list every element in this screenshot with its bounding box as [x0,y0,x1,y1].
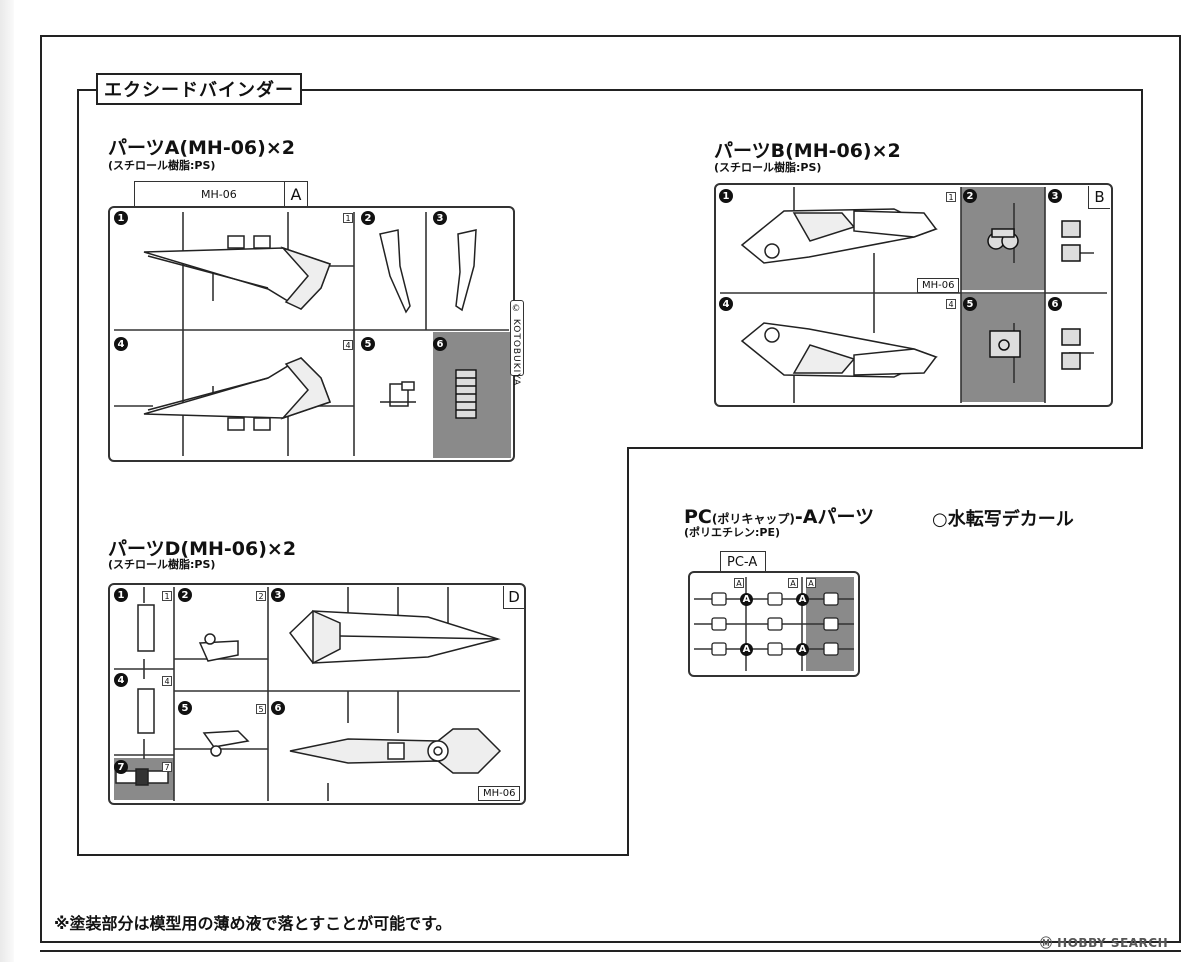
parts-pc-marker-3: A [740,643,753,656]
parts-d-num-4: 4 [114,673,128,687]
parts-pc-title-tail: -Aパーツ [794,506,875,528]
parts-b-mark-1: 1 [946,192,956,202]
parts-d-num-5: 5 [178,701,192,715]
parts-a-material: (スチロール樹脂:PS) [108,159,216,172]
parts-b-title: パーツB(MH-06)×2 [714,140,901,162]
parts-d-letter: D [503,586,524,609]
parts-d-mark-5: 5 [256,704,266,714]
watermark: Ⓜ HOBBY SEARCH [1040,936,1169,950]
parts-d-mark-4: 4 [162,676,172,686]
parts-d-num-2: 2 [178,588,192,602]
parts-a-num-2: 2 [361,211,375,225]
bottom-rule [40,950,1181,952]
parts-pc-marker-2: A [796,593,809,606]
parts-b-plate: MH-06 [917,278,960,293]
parts-b-letter: B [1088,186,1110,209]
parts-b-num-2: 2 [963,189,977,203]
parts-b-num-4: 4 [719,297,733,311]
section-title: エクシードバインダー [96,73,302,105]
parts-pc-mark-2: A [788,578,798,588]
parts-pc-sprue-lines [694,577,854,671]
parts-b-sprue-lines [720,187,1107,403]
parts-pc-title-paren: (ポリキャップ) [711,512,795,526]
paint-note: ※塗装部分は模型用の薄め液で落とすことが可能です。 [54,914,452,933]
parts-b-num-3: 3 [1048,189,1062,203]
decal-label: ○水転写デカール [932,509,1074,530]
parts-b-material: (スチロール樹脂:PS) [714,161,822,174]
parts-b-num-5: 5 [963,297,977,311]
parts-a-title: パーツA(MH-06)×2 [108,137,295,159]
parts-a-num-5: 5 [361,337,375,351]
parts-a-tag: MH-06 A [134,181,308,207]
parts-a-num-1: 1 [114,211,128,225]
parts-b-mark-4: 4 [946,299,956,309]
parts-d-num-7: 7 [114,760,128,774]
parts-pc-marker-1: A [740,593,753,606]
parts-a-num-6: 6 [433,337,447,351]
parts-d-title: パーツD(MH-06)×2 [108,538,297,560]
parts-pc-mark-3: A [806,578,816,588]
page-frame [40,35,1181,943]
parts-d-material: (スチロール樹脂:PS) [108,558,216,571]
parts-a-mark-4: 4 [343,340,353,350]
parts-d-num-3: 3 [271,588,285,602]
parts-a-letter: A [284,182,307,207]
parts-pc-title-main: PC [684,506,712,528]
parts-d-sprue-lines [114,587,520,801]
parts-b-num-1: 1 [719,189,733,203]
page-gutter [0,0,14,962]
parts-a-tag-label: MH-06 [201,188,237,201]
parts-pc-marker-4: A [796,643,809,656]
parts-d-num-1: 1 [114,588,128,602]
parts-pc-material: (ポリエチレン:PE) [684,526,781,539]
parts-a-mark-1: 1 [343,213,353,223]
parts-b-num-6: 6 [1048,297,1062,311]
parts-pc-mark-1: A [734,578,744,588]
parts-a-num-4: 4 [114,337,128,351]
parts-d-mark-1: 1 [162,591,172,601]
parts-d-num-6: 6 [271,701,285,715]
parts-pc-tag: PC-A [720,551,766,573]
parts-d-mark-2: 2 [256,591,266,601]
parts-a-copyright: © KOTOBUKIYA [511,304,521,387]
parts-d-mark-7: 7 [162,762,172,772]
parts-a-num-3: 3 [433,211,447,225]
parts-pc-title: PC(ポリキャップ)-Aパーツ [684,502,874,529]
parts-d-plate: MH-06 [478,786,521,801]
parts-a-copyright-tab [510,300,524,376]
parts-a-sprue-lines [114,212,509,456]
